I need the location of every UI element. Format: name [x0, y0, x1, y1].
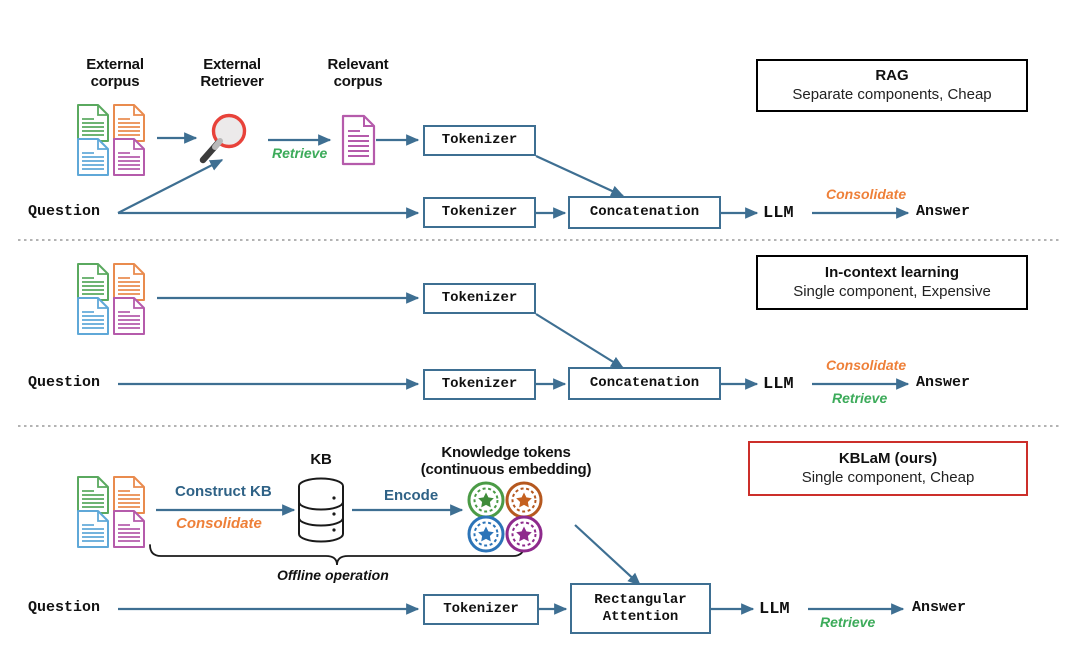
retrieve-label-row1: Retrieve [272, 145, 328, 161]
header-line-2: Retriever [200, 73, 264, 90]
callout-title: In-context learning [824, 264, 960, 281]
tokenizer-box-row1-top[interactable]: Tokenizer [423, 125, 536, 156]
header-line-2: (continuous embedding) [420, 461, 592, 478]
concatenation-box-row1[interactable]: Concatenation [568, 196, 721, 229]
header-line-1: KB [310, 451, 332, 468]
callout-subtitle: Single component, Expensive [793, 283, 991, 300]
concatenation-box-row2[interactable]: Concatenation [568, 367, 721, 400]
construct-kb-label: Construct KB [175, 483, 272, 500]
offline-operation-label: Offline operation [277, 567, 389, 583]
rect-attn-line-1: Rectangular [594, 591, 687, 608]
question-label-row3: Question [28, 599, 101, 616]
database-icon [298, 477, 344, 543]
tokenizer-box-row1-bottom[interactable]: Tokenizer [423, 197, 536, 228]
retrieve-label-row3: Retrieve [820, 614, 876, 630]
rect-attn-line-2: Attention [602, 608, 679, 625]
llm-label-row1: LLM [763, 204, 794, 223]
answer-label-row2: Answer [916, 374, 971, 391]
magnifier-icon [199, 113, 247, 164]
header-external-retriever: External Retriever [170, 56, 294, 90]
rectangular-attention-box[interactable]: Rectangular Attention [570, 583, 711, 634]
tokenizer-box-row3[interactable]: Tokenizer [423, 594, 539, 625]
header-line-1: External [86, 56, 144, 73]
callout-rag: RAG Separate components, Cheap [756, 59, 1028, 112]
header-line-2: corpus [90, 73, 140, 90]
consolidate-label-row2: Consolidate [826, 357, 907, 373]
callout-title: RAG [875, 67, 909, 84]
header-external-corpus: External corpus [58, 56, 172, 90]
consolidate-label-row1: Consolidate [826, 186, 907, 202]
header-relevant-corpus: Relevant corpus [303, 56, 413, 90]
answer-label-row3: Answer [912, 599, 967, 616]
tokenizer-box-row2-bottom[interactable]: Tokenizer [423, 369, 536, 400]
offline-brace [149, 544, 525, 566]
retrieve-label-row2: Retrieve [832, 390, 888, 406]
header-line-1: Knowledge tokens [441, 444, 571, 461]
question-label-row2: Question [28, 374, 101, 391]
callout-subtitle: Separate components, Cheap [792, 86, 992, 103]
callout-title: KBLaM (ours) [838, 450, 938, 467]
callout-in-context-learning: In-context learning Single component, Ex… [756, 255, 1028, 310]
callout-subtitle: Single component, Cheap [801, 469, 975, 486]
external-corpus-stack-icon-row3 [77, 476, 145, 548]
external-corpus-stack-icon-row2 [77, 263, 145, 335]
external-corpus-stack-icon-row1 [77, 104, 145, 176]
consolidate-label-row3: Consolidate [176, 515, 262, 532]
llm-label-row3: LLM [759, 600, 790, 619]
knowledge-tokens-icon [467, 481, 543, 553]
encode-label: Encode [384, 487, 439, 504]
header-line-1: Relevant [327, 56, 389, 73]
callout-kblam: KBLaM (ours) Single component, Cheap [748, 441, 1028, 496]
relevant-corpus-doc-icon [341, 114, 376, 166]
header-line-1: External [203, 56, 261, 73]
header-line-2: corpus [333, 73, 383, 90]
header-kb: KB [294, 451, 348, 468]
answer-label-row1: Answer [916, 203, 971, 220]
header-knowledge-tokens: Knowledge tokens (continuous embedding) [395, 444, 617, 478]
llm-label-row2: LLM [763, 375, 794, 394]
tokenizer-box-row2-top[interactable]: Tokenizer [423, 283, 536, 314]
question-label-row1: Question [28, 203, 101, 220]
